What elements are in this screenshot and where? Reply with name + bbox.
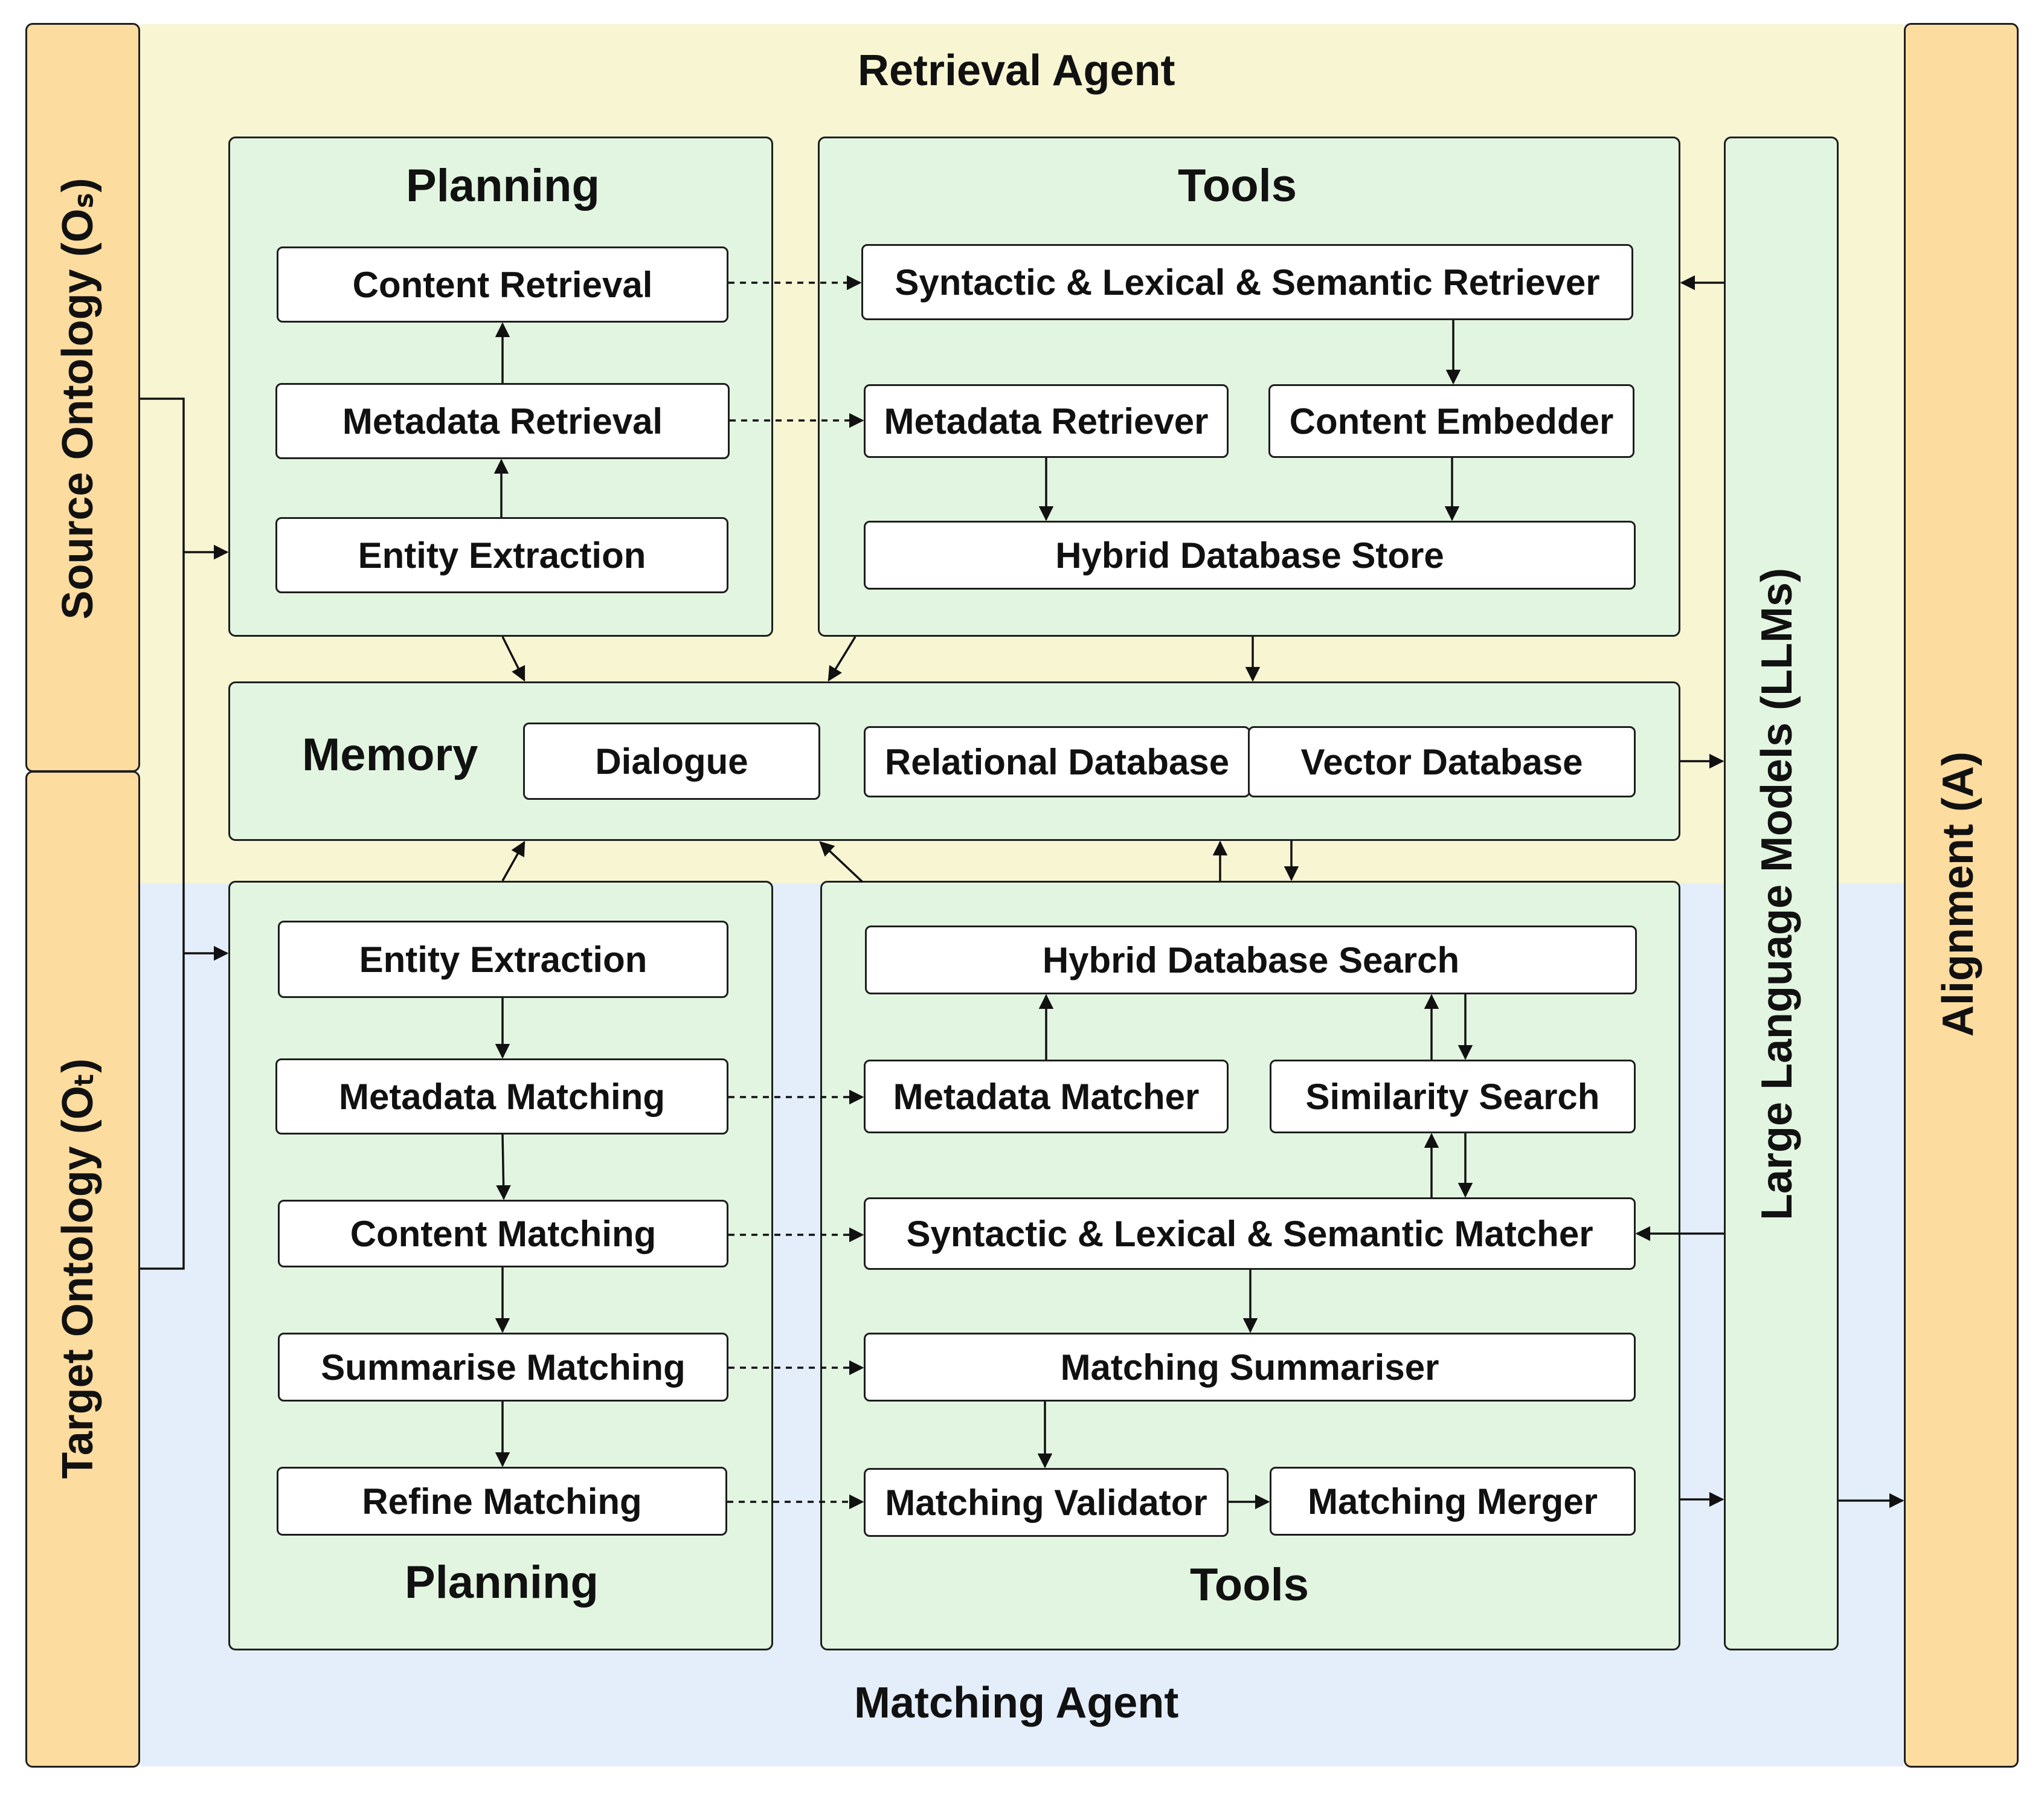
content-embedder: Content Embedder — [1268, 384, 1634, 458]
metadata-matching-step: Metadata Matching — [275, 1058, 728, 1135]
refine-matching-step: Refine Matching — [277, 1467, 727, 1536]
entity-extraction-retrieval-step: Entity Extraction — [275, 517, 728, 593]
source-ontology-feed — [140, 398, 185, 1270]
retrieval-tools-title: Tools — [1178, 160, 1297, 211]
relational-database: Relational Database — [864, 726, 1250, 797]
matching-validator: Matching Validator — [864, 1468, 1229, 1537]
target-ontology-bar — [25, 771, 140, 1768]
syntactic-lexical-semantic-retriever: Syntactic & Lexical & Semantic Retriever — [861, 244, 1633, 320]
alignment-bar — [1904, 23, 2019, 1768]
matching-tools-title: Tools — [1190, 1559, 1310, 1611]
retrieval-planning-title: Planning — [406, 160, 600, 211]
syntactic-lexical-semantic-matcher: Syntactic & Lexical & Semantic Matcher — [864, 1197, 1636, 1270]
source-ontology-bar — [25, 23, 140, 772]
content-matching-step: Content Matching — [278, 1200, 728, 1267]
dialogue-store: Dialogue — [523, 723, 820, 800]
content-retrieval-step: Content Retrieval — [277, 246, 728, 323]
matching-agent-label: Matching Agent — [854, 1679, 1179, 1727]
metadata-retrieval-step: Metadata Retrieval — [275, 383, 730, 459]
hybrid-database-search: Hybrid Database Search — [865, 925, 1637, 994]
matching-summariser: Matching Summariser — [864, 1333, 1636, 1402]
llm-bar — [1724, 137, 1839, 1650]
matching-planning-title: Planning — [405, 1557, 599, 1608]
metadata-retriever: Metadata Retriever — [864, 384, 1229, 458]
retrieval-planning-to-memory-arrow — [501, 636, 525, 682]
vector-database: Vector Database — [1248, 726, 1636, 797]
matching-merger: Matching Merger — [1270, 1467, 1636, 1536]
entity-extraction-matching-step: Entity Extraction — [278, 921, 728, 998]
retrieval-agent-label: Retrieval Agent — [858, 47, 1175, 95]
similarity-search: Similarity Search — [1270, 1060, 1636, 1133]
summarise-matching-step: Summarise Matching — [278, 1333, 728, 1402]
metadata-matcher: Metadata Matcher — [864, 1060, 1229, 1133]
matching-planning-to-memory-arrow — [501, 840, 525, 881]
retrieval-tools-to-memory-arrow-left — [828, 636, 856, 682]
memory-title: Memory — [302, 729, 478, 781]
metadata-to-content-matching-arrow — [496, 1134, 511, 1200]
hybrid-database-store: Hybrid Database Store — [864, 521, 1636, 590]
matching-tools-to-memory-arrow-left — [819, 841, 864, 883]
